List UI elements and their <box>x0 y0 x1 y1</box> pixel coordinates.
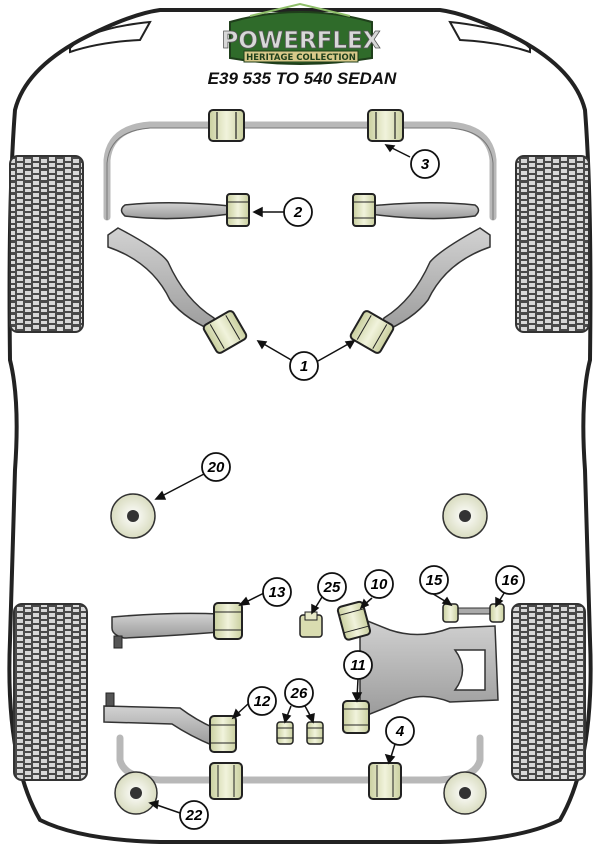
bushing-4-right <box>368 762 402 800</box>
subframe-mount-right <box>442 493 488 539</box>
callout-3-label: 3 <box>421 156 430 173</box>
bushing-26-left <box>276 721 294 745</box>
bushing-12 <box>209 715 237 753</box>
bushing-26-right <box>306 721 324 745</box>
bushing-1-left <box>202 310 248 354</box>
callout-13: 13 <box>262 577 292 607</box>
bushing-16 <box>489 603 505 623</box>
bushing-11 <box>342 700 370 734</box>
bushing-2-right <box>352 193 376 227</box>
callout-26-label: 26 <box>290 685 308 702</box>
callout-16: 16 <box>495 565 525 595</box>
bushing-15 <box>442 603 459 623</box>
callout-2-label: 2 <box>293 204 303 221</box>
callout-1-label: 1 <box>300 358 308 375</box>
rear-anti-roll-bar <box>116 734 484 784</box>
bushing-13 <box>213 602 243 640</box>
callout-12: 12 <box>247 686 277 716</box>
tyre-rear-right <box>511 603 586 781</box>
callout-11-label: 11 <box>350 657 366 674</box>
callout-3: 3 <box>410 149 440 179</box>
rear-upper-arm-left <box>111 612 221 649</box>
front-thrust-arm-right <box>369 201 480 220</box>
bushing-4-left <box>209 762 243 800</box>
bushing-1-right <box>349 310 395 354</box>
callout-10: 10 <box>364 569 394 599</box>
callout-1: 1 <box>289 351 319 381</box>
callout-15: 15 <box>419 565 449 595</box>
bushing-3-left <box>208 109 245 142</box>
callout-12-label: 12 <box>254 693 271 710</box>
callout-20-label: 20 <box>207 459 225 476</box>
callout-4-label: 4 <box>395 723 405 740</box>
logo-wordmark: POWERFLEX <box>221 28 380 54</box>
front-lower-arm-left <box>107 227 224 337</box>
rear-subframe-mount-right <box>443 771 487 815</box>
tyre-front-right <box>515 155 590 333</box>
callouts: 1 2 3 4 10 11 12 13 <box>179 149 525 830</box>
callout-10-label: 10 <box>371 576 388 593</box>
model-title: E39 535 TO 540 SEDAN <box>208 69 397 88</box>
bushing-3-right <box>367 109 404 142</box>
callout-25: 25 <box>317 572 347 602</box>
logo-tagline: HERITAGE COLLECTION <box>246 53 356 63</box>
front-thrust-arm-left <box>120 201 231 220</box>
car-body-outline <box>7 8 593 844</box>
rear-subframe-mount-left <box>114 771 158 815</box>
callout-16-label: 16 <box>502 572 519 589</box>
powerflex-logo: POWERFLEX HERITAGE COLLECTION <box>221 2 381 65</box>
front-lower-arm-right <box>374 227 491 337</box>
callout-arrows <box>148 144 507 814</box>
callout-4: 4 <box>385 716 415 746</box>
rear-wishbone-right <box>359 607 499 720</box>
callout-22: 22 <box>179 800 209 830</box>
tyres <box>9 155 590 781</box>
callout-2: 2 <box>283 197 313 227</box>
callout-26: 26 <box>284 678 314 708</box>
callout-20: 20 <box>201 452 231 482</box>
tyre-front-left <box>9 155 84 333</box>
front-anti-roll-bar <box>103 121 497 221</box>
subframe-mount-left <box>110 493 156 539</box>
callout-25-label: 25 <box>323 579 341 596</box>
bushing-10 <box>336 600 372 641</box>
callout-15-label: 15 <box>426 572 443 589</box>
bushing-25 <box>299 611 323 638</box>
callout-22-label: 22 <box>185 807 203 824</box>
callout-13-label: 13 <box>269 584 286 601</box>
callout-11: 11 <box>343 650 373 680</box>
bushing-2-left <box>226 193 250 227</box>
tyre-rear-left <box>13 603 88 781</box>
